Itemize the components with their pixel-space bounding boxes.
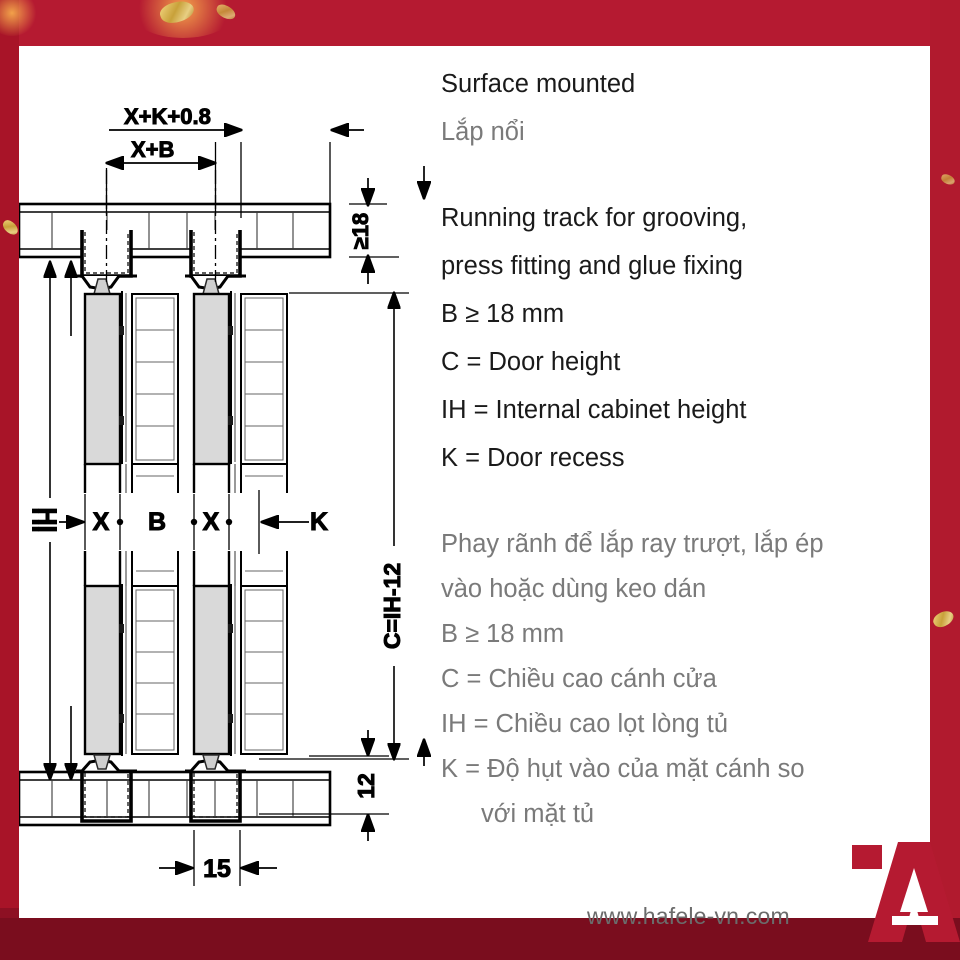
svg-text:X+K+0.8: X+K+0.8 <box>124 104 211 129</box>
spacer-1 <box>441 168 941 206</box>
hafele-logo <box>852 842 960 942</box>
vi-line-3: C = Chiều cao cánh cửa <box>441 665 717 693</box>
svg-text:B: B <box>148 508 166 536</box>
vi-line-0: Phay rãnh để lắp ray trượt, lắp ép <box>441 530 824 558</box>
svg-text:12: 12 <box>353 773 379 799</box>
en-line-1-row: press fitting and glue fixing <box>441 252 941 302</box>
title-vi-row: Lắp nổi <box>441 118 941 168</box>
info-text-column: Surface mounted Lắp nổi Running track fo… <box>441 70 941 847</box>
vi-line-4: IH = Chiều cao lọt lòng tủ <box>441 710 729 738</box>
en-line-0: Running track for grooving, <box>441 204 748 232</box>
svg-text:C=IH-12: C=IH-12 <box>379 563 405 649</box>
svg-text:X: X <box>93 508 110 536</box>
spacer-2 <box>441 494 941 532</box>
en-line-3: C = Door height <box>441 348 621 376</box>
en-line-4: IH = Internal cabinet height <box>441 396 747 424</box>
en-line-0-row: Running track for grooving, <box>441 204 941 254</box>
vi-line-2-row: B ≥ 18 mm <box>441 620 941 667</box>
en-line-5-row: K = Door recess <box>441 444 941 494</box>
frame-right-band <box>930 0 960 918</box>
vi-line-2: B ≥ 18 mm <box>441 620 565 648</box>
en-line-5: K = Door recess <box>441 444 625 472</box>
vi-line-0-row: Phay rãnh để lắp ray trượt, lắp ép <box>441 530 941 577</box>
svg-text:15: 15 <box>203 855 231 883</box>
vi-line-1: vào hoặc dùng keo dán <box>441 575 707 603</box>
vi-line-6: với mặt tủ <box>481 800 595 828</box>
vi-line-4-row: IH = Chiều cao lọt lòng tủ <box>441 710 941 757</box>
frame-left-lower-band <box>0 908 19 918</box>
vi-line-1-row: vào hoặc dùng keo dán <box>441 575 941 622</box>
en-line-2: B ≥ 18 mm <box>441 300 565 328</box>
en-line-1: press fitting and glue fixing <box>441 252 743 280</box>
svg-text:K: K <box>310 508 328 536</box>
frame-bottom-band <box>0 918 960 960</box>
title-en: Surface mounted <box>441 70 636 98</box>
en-line-4-row: IH = Internal cabinet height <box>441 396 941 446</box>
vi-line-5: K = Độ hụt vào của mặt cánh so <box>441 755 805 783</box>
website-url[interactable]: www.hafele-vn.com <box>587 903 790 929</box>
vi-line-3-row: C = Chiều cao cánh cửa <box>441 665 941 712</box>
title-vi: Lắp nổi <box>441 118 525 146</box>
svg-text:X: X <box>203 508 220 536</box>
en-line-2-row: B ≥ 18 mm <box>441 300 941 350</box>
en-line-3-row: C = Door height <box>441 348 941 398</box>
title-en-row: Surface mounted <box>441 70 941 120</box>
frame-left-band <box>0 0 19 918</box>
svg-text:≥18: ≥18 <box>348 213 373 250</box>
svg-text:X+B: X+B <box>131 137 174 162</box>
vi-line-5-row: K = Độ hụt vào của mặt cánh so <box>441 755 941 802</box>
svg-text:IH: IH <box>35 508 63 533</box>
vi-line-6-row: với mặt tủ <box>441 800 941 847</box>
technical-drawing: X+K+0.8 X+B ≥18 IH IH <box>19 46 439 918</box>
